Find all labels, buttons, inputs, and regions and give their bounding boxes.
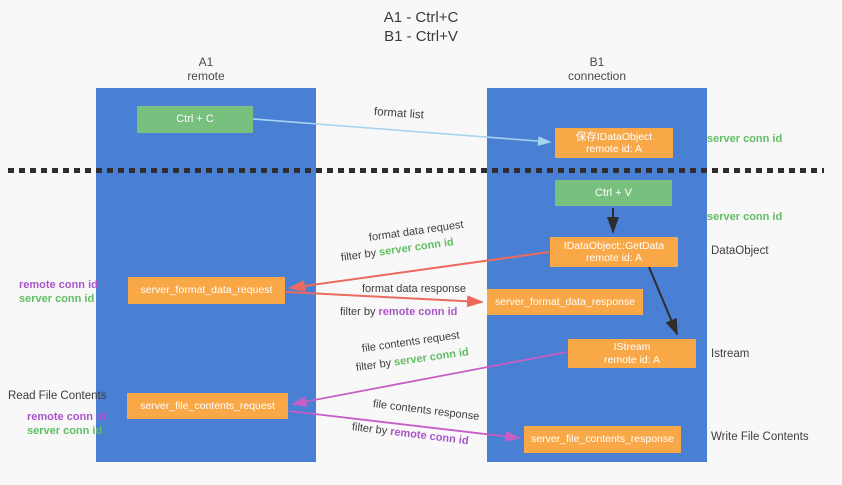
save-idataobject-box: 保存IDataObject remote id: A [555,128,673,158]
server-file-contents-response-box: server_file_contents_response [524,426,681,453]
getdata-box: IDataObject::GetData remote id: A [550,237,678,267]
title-line-2: B1 - Ctrl+V [384,28,458,45]
server-conn-id-annotation-mid: server conn id [707,211,783,223]
format-list-label: format list [373,106,425,122]
write-file-contents-annotation: Write File Contents [711,431,809,443]
title-line-1: A1 - Ctrl+C [383,9,459,26]
lifeline-b-name: connection [567,69,627,83]
read-file-contents-annotation: Read File Contents [8,390,107,402]
server-format-data-request-label: server_format_data_request [140,284,273,297]
format-data-response-filter-label: filter by remote conn id [340,306,457,318]
file-contents-response-filter-label: filter by remote conn id [351,421,469,447]
dataobject-annotation: DataObject [711,245,769,257]
istream-box: IStream remote id: A [568,339,696,368]
file-contents-response-label: file contents response [372,398,480,423]
lifeline-a-id: A1 [198,55,214,69]
remote-conn-id-annotation-1: remote conn id [19,279,98,291]
server-conn-id-text: server conn id [393,346,470,369]
lifeline-a-name: remote [187,69,225,83]
remote-conn-id-text: remote conn id [389,425,470,448]
conn-id-pair-2: remote conn id server conn id [27,410,106,438]
server-format-data-request-box: server_format_data_request [128,277,285,304]
getdata-line2: remote id: A [585,252,643,264]
server-file-contents-request-box: server_file_contents_request [127,393,288,419]
filter-by-text: filter by [351,421,391,438]
remote-conn-id-text: remote conn id [378,306,458,318]
format-data-request-filter-label: filter by server conn id [340,236,454,264]
server-file-contents-request-label: server_file_contents_request [140,399,275,412]
server-format-data-response-box: server_format_data_response [487,289,643,315]
conn-id-pair-1: remote conn id server conn id [19,278,98,306]
remote-conn-id-annotation-2: remote conn id [27,411,106,423]
save-idataobject-line1: 保存IDataObject [575,130,653,143]
ctrl-v-box: Ctrl + V [555,180,672,206]
getdata-line1: IDataObject::GetData [563,239,665,252]
phase-separator-dotted-line [8,168,824,173]
istream-line1: IStream [613,341,651,353]
server-format-data-response-label: server_format_data_response [494,295,636,308]
ctrl-v-label: Ctrl + V [595,186,632,199]
filter-by-text: filter by [340,306,379,318]
lifeline-a-header: A1 remote [96,55,316,83]
save-idataobject-line2: remote id: A [585,143,643,155]
server-file-contents-response-label: server_file_contents_response [530,433,674,446]
server-conn-id-annotation-1: server conn id [19,293,95,305]
istream-annotation: Istream [711,348,750,360]
diagram-title: A1 - Ctrl+C B1 - Ctrl+V [0,8,842,46]
filter-by-text: filter by [340,246,380,264]
lifeline-b-id: B1 [589,55,605,69]
server-conn-id-annotation-2: server conn id [27,425,103,437]
ctrl-c-box: Ctrl + C [137,106,253,133]
format-data-response-label: format data response [362,283,466,295]
lifeline-b-header: B1 connection [487,55,707,83]
filter-by-text: filter by [355,356,395,374]
ctrl-c-label: Ctrl + C [176,113,214,125]
server-conn-id-annotation-top: server conn id [707,133,783,145]
istream-line2: remote id: A [603,353,661,366]
